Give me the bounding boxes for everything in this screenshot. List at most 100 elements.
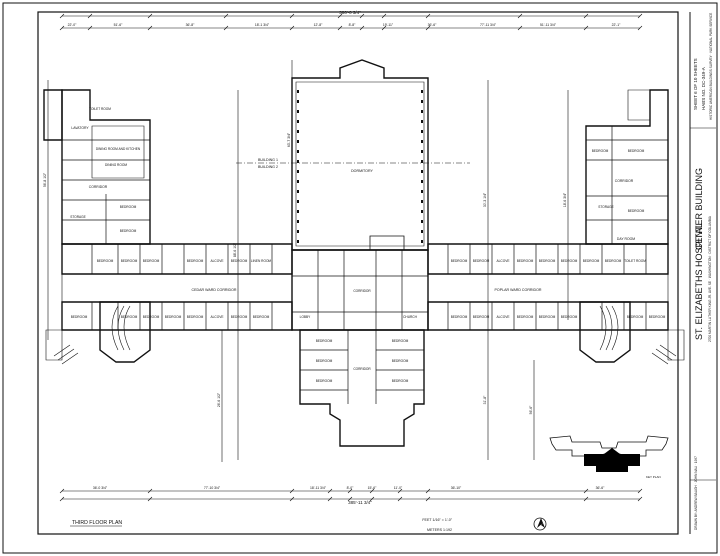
wall-pier — [421, 160, 423, 163]
wall-pier — [297, 110, 299, 113]
top-overall-dimension: 386'-0 3/4" — [339, 10, 361, 15]
top-dimension-segment: 8'-8" — [349, 23, 357, 27]
building-2-label: BUILDING 2 — [258, 165, 278, 169]
scale-meters-label: METERS 1:192 — [427, 528, 452, 532]
vertical-dimension-segment: 56'-6" — [529, 405, 533, 414]
room-label: BEDROOM — [121, 315, 138, 319]
wall-pier — [421, 140, 423, 143]
room-label: BEDROOM — [539, 315, 556, 319]
dimension-tick — [59, 13, 65, 19]
wall-pier — [421, 220, 423, 223]
dimension-tick — [147, 488, 153, 494]
survey-number: HABS NO. DC-349-A — [701, 67, 706, 110]
bottom-dimension-segment: 36'-10" — [451, 486, 462, 490]
bottom-dimension-segment: 11'-0" — [394, 486, 403, 490]
center-corridor-label: CORRIDOR — [353, 289, 371, 293]
wall-pier — [297, 230, 299, 233]
dimension-tick — [147, 13, 153, 19]
dimension-tick — [517, 13, 523, 19]
wall-pier — [297, 180, 299, 183]
dimension-tick — [337, 25, 343, 31]
dimension-tick — [425, 25, 431, 31]
building-1-label: BUILDING 1 — [258, 158, 278, 162]
building-subtitle: CENTER BUILDING — [694, 168, 704, 250]
dimension-tick — [347, 488, 353, 494]
room-partitions — [62, 90, 668, 404]
room-label: BEDROOM — [187, 259, 204, 263]
kitchen-label: DINING ROOM AND KITCHEN — [96, 147, 141, 151]
room-label: BEDROOM — [231, 315, 248, 319]
room-label: BEDROOM — [592, 149, 609, 153]
room-label: LOBBY — [300, 315, 312, 319]
room-label: BEDROOM — [121, 259, 138, 263]
scale-feet-label: FEET 1/16" = 1'-0" — [422, 518, 452, 522]
dimension-tick — [59, 496, 65, 502]
inner-border — [37, 11, 679, 535]
room-label: BEDROOM — [583, 259, 600, 263]
room-label: BEDROOM — [143, 315, 160, 319]
room-label: BEDROOM — [605, 259, 622, 263]
dimension-tick — [425, 496, 431, 502]
bottom-dimension-segment: 15'-6" — [368, 486, 377, 490]
top-dimension-segment: 22'-1" — [612, 23, 621, 27]
room-label: DINING ROOM — [105, 163, 127, 167]
vertical-dimension-segment: 18'-6 3/4" — [563, 192, 567, 207]
dimension-tick — [87, 25, 93, 31]
dimension-tick — [147, 496, 153, 502]
plan-title: THIRD FLOOR PLAN — [72, 520, 122, 526]
top-dimension-labels: 22'-0"51'-6"36'-8"18'-1 3/4"12'-8"8'-8"1… — [68, 23, 621, 27]
storage-label: STORAGE — [70, 215, 86, 219]
top-dimension-segment: 36'-8" — [186, 23, 195, 27]
vertical-dimension-labels: 56'-8 1/2"88'-6 1/2"63'-7 3/4"26'-6 1/2"… — [43, 132, 567, 414]
title-block: SHEET 6 OF 10 SHEETS HABS NO. DC-349-A H… — [690, 13, 716, 530]
wall-pier — [297, 200, 299, 203]
room-label: BEDROOM — [143, 259, 160, 263]
wall-pier — [421, 230, 423, 233]
wall-pier — [421, 200, 423, 203]
top-dimension-segment: 12'-8" — [314, 23, 323, 27]
poplar-ward-corridor-label: POPLAR WARD CORRIDOR — [495, 288, 542, 292]
bottom-dimension-segment: 18'-11 3/4" — [310, 486, 327, 490]
room-label: ALCOVE — [211, 259, 224, 263]
room-label: BEDROOM — [71, 315, 88, 319]
wall-pier — [297, 210, 299, 213]
room-label: BEDROOM — [187, 315, 204, 319]
dimension-tick — [87, 13, 93, 19]
wall-pier — [421, 210, 423, 213]
wall-pier — [297, 170, 299, 173]
building-walls — [43, 59, 685, 447]
room-label: BEDROOM — [517, 315, 534, 319]
room-label: BEDROOM — [473, 259, 490, 263]
wall-pier — [297, 190, 299, 193]
dimension-tick — [359, 25, 365, 31]
wall-pier — [297, 130, 299, 133]
room-label: BEDROOM — [165, 315, 182, 319]
dimension-tick — [359, 13, 365, 19]
left-corridor-label: CORRIDOR — [89, 185, 108, 189]
dimension-tick — [369, 488, 375, 494]
room-label: TOILET ROOM — [624, 259, 646, 263]
vertical-dimension-segment: 30'-3 1/4" — [483, 192, 487, 207]
dimension-tick — [289, 488, 295, 494]
wall-pier — [297, 140, 299, 143]
dimension-tick — [327, 496, 333, 502]
dimension-tick — [223, 13, 229, 19]
dimension-tick — [289, 496, 295, 502]
room-labels: BEDROOM BEDROOM BEDROOM BEDROOM BEDROOM ALCOV… — [71, 107, 666, 383]
bottom-overall-dimension: 385'-11 3/4" — [348, 500, 372, 505]
room-label: BEDROOM — [451, 259, 468, 263]
wall-pier — [421, 100, 423, 103]
dimension-tick — [289, 25, 295, 31]
room-label: BEDROOM — [628, 149, 645, 153]
dimension-tick — [369, 496, 375, 502]
dimension-tick — [425, 488, 431, 494]
lavatory-label: LAVATORY — [71, 126, 89, 130]
wall-pier — [421, 120, 423, 123]
delineator-credit: DRAWN BY: ANDREW BAUGH · JOHN NAU · 1997 — [694, 456, 698, 530]
top-dimension-segment: 51'-6" — [114, 23, 123, 27]
room-label: BEDROOM — [392, 379, 409, 383]
room-label: BEDROOM — [392, 359, 409, 363]
vertical-dimension-segment: 63'-7 3/4" — [287, 132, 291, 147]
dimension-tick — [347, 496, 353, 502]
